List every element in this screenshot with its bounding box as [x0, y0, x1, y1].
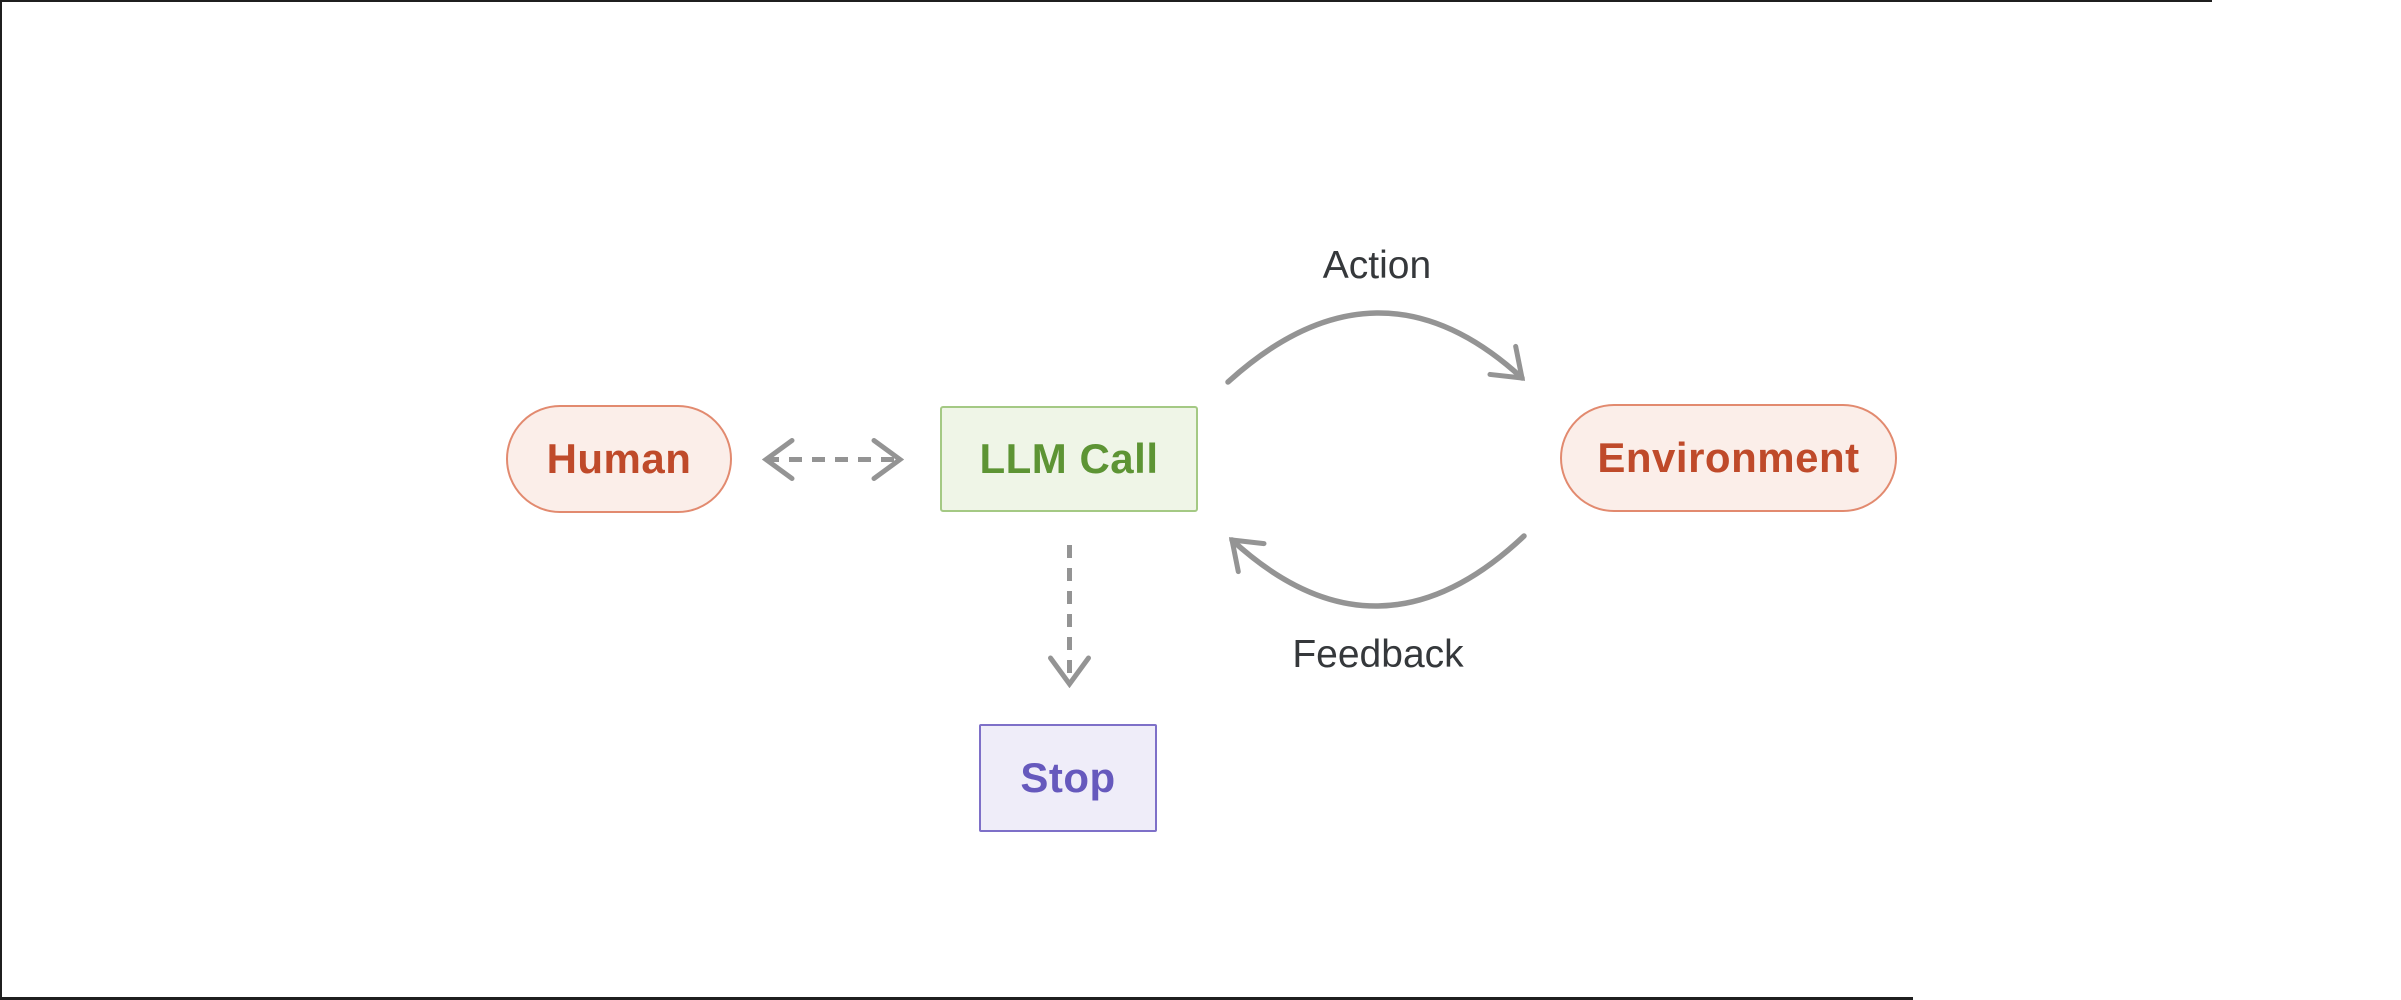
action-edge-label: Action [1322, 244, 1432, 287]
feedback-arrow [1232, 533, 1527, 609]
window-border-top [0, 0, 2212, 2]
window-border-bottom [0, 997, 1913, 1000]
node-stop: Stop [979, 724, 1157, 832]
node-human: Human [506, 405, 732, 513]
feedback-edge-label: Feedback [1292, 633, 1464, 676]
node-llm-call-label: LLM Call [979, 435, 1159, 482]
node-stop-label: Stop [1020, 754, 1116, 801]
window-border-left [0, 0, 2, 1000]
action-arrow [1225, 310, 1522, 385]
node-human-label: Human [546, 435, 692, 482]
node-llm-call: LLM Call [940, 406, 1198, 512]
node-environment-label: Environment [1597, 434, 1860, 481]
node-environment: Environment [1560, 404, 1897, 512]
